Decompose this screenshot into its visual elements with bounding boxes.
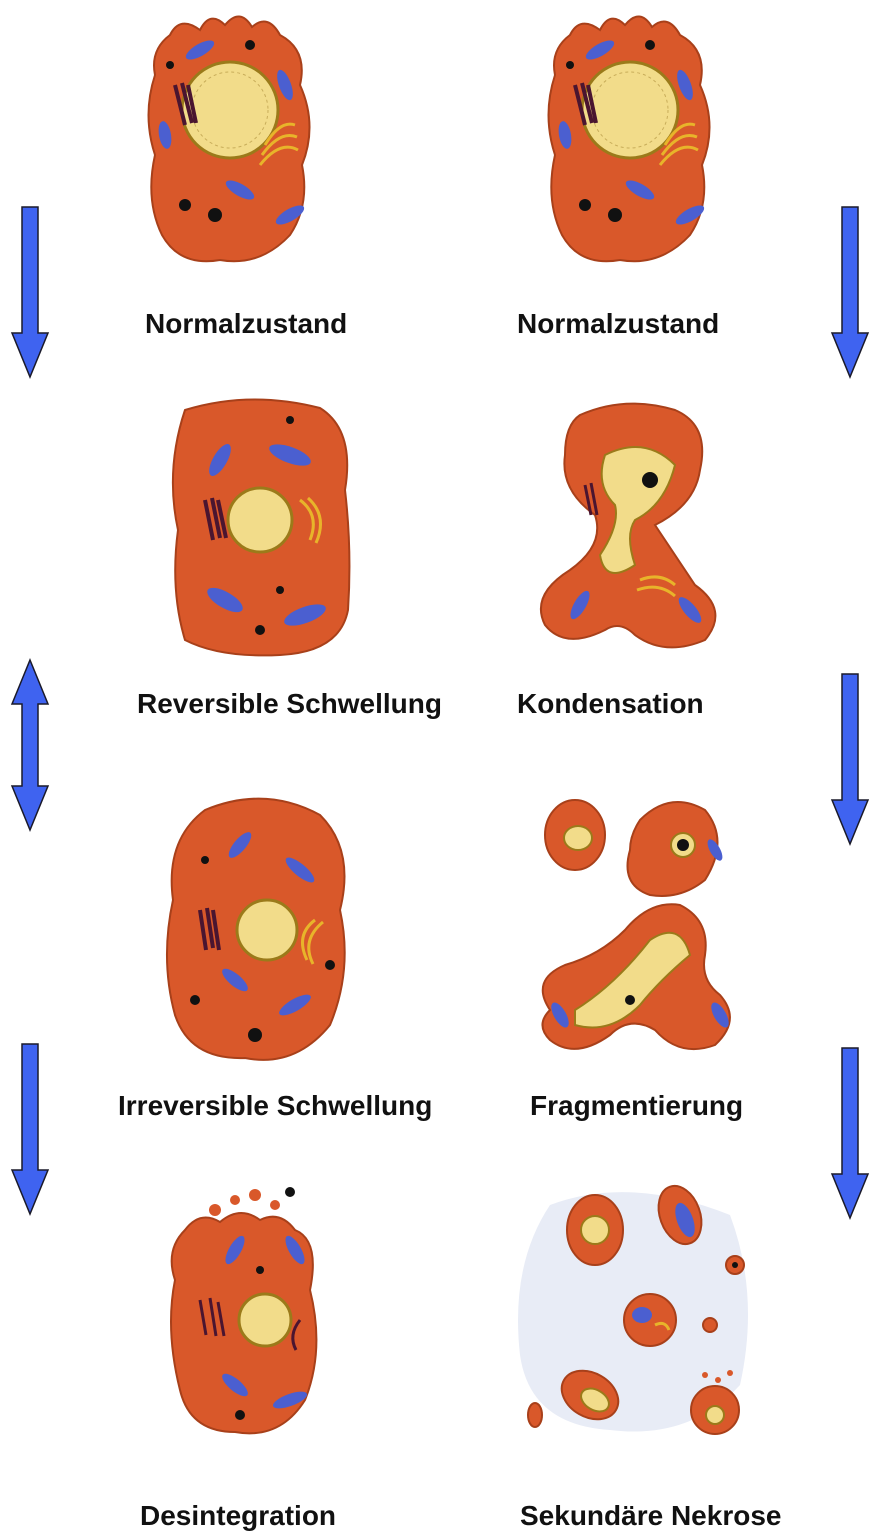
- normal-cell-left-image: [140, 5, 320, 275]
- irreversible-swelling-cell-image: [155, 790, 355, 1070]
- label-normalzustand-left: Normalzustand: [145, 308, 347, 340]
- fragmentierung-cell-image: [520, 790, 745, 1065]
- down-arrow-icon: [830, 1046, 870, 1221]
- label-normalzustand-right: Normalzustand: [517, 308, 719, 340]
- down-arrow-icon: [10, 1042, 50, 1217]
- label-fragmentierung: Fragmentierung: [530, 1090, 743, 1122]
- label-desintegration: Desintegration: [140, 1500, 336, 1532]
- desintegration-cell-image: [160, 1170, 330, 1450]
- down-arrow-icon: [830, 672, 870, 847]
- down-arrow-icon: [830, 205, 870, 380]
- label-reversible-schwellung: Reversible Schwellung: [137, 688, 442, 720]
- label-irreversible-schwellung: Irreversible Schwellung: [118, 1090, 432, 1122]
- normal-cell-right-image: [540, 5, 720, 275]
- down-arrow-icon: [10, 205, 50, 380]
- reversible-swelling-cell-image: [160, 390, 360, 660]
- label-sekundaere-nekrose: Sekundäre Nekrose: [520, 1500, 781, 1532]
- double-arrow-icon: [10, 658, 50, 833]
- label-kondensation: Kondensation: [517, 688, 704, 720]
- sekundaere-nekrose-cell-image: [510, 1175, 760, 1445]
- kondensation-cell-image: [525, 395, 735, 660]
